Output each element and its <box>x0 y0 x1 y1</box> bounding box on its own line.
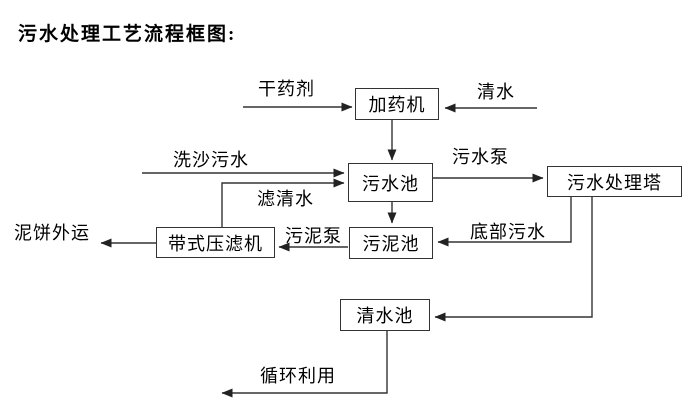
flow-label-dry-chemical: 干药剂 <box>258 79 315 99</box>
node-treatment-tower: 污水处理塔 <box>547 166 682 197</box>
node-sewage-pool: 污水池 <box>348 163 433 202</box>
flow-label-sewage-pump: 污水泵 <box>452 147 509 167</box>
connector-bottom-sewage-arrow <box>437 197 572 247</box>
node-clean-water-pool: 清水池 <box>340 299 430 331</box>
connector-tower-to-clean-pool-arrow <box>434 197 593 322</box>
flow-label-sludge-pump: 污泥泵 <box>285 226 342 246</box>
connector-filtered-water-arrow <box>221 178 345 227</box>
flow-label-bottom-sewage: 底部污水 <box>470 222 546 242</box>
node-dosing-machine: 加药机 <box>355 88 439 120</box>
page-title: 污水处理工艺流程框图: <box>18 24 237 45</box>
node-sludge-pool: 污泥池 <box>349 227 433 259</box>
flow-label-filtered-water: 滤清水 <box>257 189 314 209</box>
flow-label-recycle: 循环利用 <box>260 366 336 386</box>
flow-label-clean-water: 清水 <box>477 82 515 102</box>
connector-recycle-arrow <box>221 331 388 398</box>
flow-label-mud-cake-out: 泥饼外运 <box>14 223 90 243</box>
flow-label-sand-washing-sewage: 洗沙污水 <box>173 150 249 170</box>
node-belt-filter-press: 带式压滤机 <box>156 227 275 258</box>
